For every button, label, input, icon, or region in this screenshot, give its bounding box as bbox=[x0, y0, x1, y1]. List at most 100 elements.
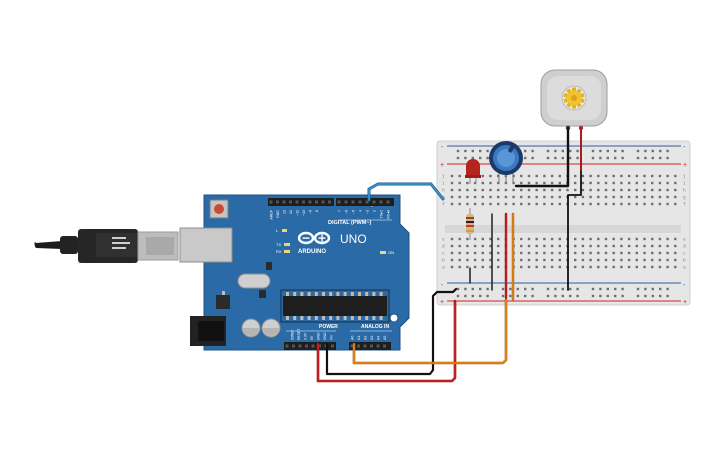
breadboard-hole[interactable] bbox=[644, 156, 647, 160]
breadboard-hole[interactable] bbox=[543, 188, 546, 192]
wires[interactable] bbox=[316, 128, 582, 383]
breadboard-hole[interactable] bbox=[554, 287, 557, 291]
breadboard-hole[interactable] bbox=[604, 244, 608, 248]
breadboard-hole[interactable] bbox=[516, 294, 519, 298]
breadboard-hole[interactable] bbox=[658, 251, 662, 255]
breadboard-hole[interactable] bbox=[597, 244, 600, 248]
header-pin[interactable] bbox=[358, 200, 362, 204]
breadboard-hole[interactable] bbox=[558, 174, 561, 178]
power-header[interactable] bbox=[284, 342, 336, 350]
breadboard-hole[interactable] bbox=[621, 149, 624, 153]
breadboard-hole[interactable] bbox=[520, 258, 523, 262]
breadboard-hole[interactable] bbox=[486, 156, 489, 160]
breadboard-hole[interactable] bbox=[627, 195, 631, 199]
breadboard-hole[interactable] bbox=[527, 244, 531, 248]
breadboard-hole[interactable] bbox=[473, 244, 477, 248]
header-pin[interactable] bbox=[383, 344, 386, 348]
breadboard-hole[interactable] bbox=[604, 258, 608, 262]
breadboard-hole[interactable] bbox=[635, 181, 638, 185]
breadboard-hole[interactable] bbox=[599, 149, 602, 153]
header-pin[interactable] bbox=[292, 344, 295, 348]
breadboard-hole[interactable] bbox=[566, 188, 569, 192]
breadboard-hole[interactable] bbox=[527, 258, 531, 262]
breadboard-hole[interactable] bbox=[581, 181, 585, 185]
breadboard-hole[interactable] bbox=[489, 237, 492, 241]
header-pin[interactable] bbox=[302, 200, 305, 204]
breadboard-hole[interactable] bbox=[658, 188, 662, 192]
breadboard-hole[interactable] bbox=[558, 181, 561, 185]
breadboard-hole[interactable] bbox=[512, 181, 515, 185]
breadboard-hole[interactable] bbox=[524, 287, 527, 291]
breadboard-hole[interactable] bbox=[643, 181, 646, 185]
breadboard-hole[interactable] bbox=[450, 244, 454, 248]
breadboard-hole[interactable] bbox=[512, 195, 515, 199]
breadboard-hole[interactable] bbox=[535, 188, 538, 192]
breadboard-hole[interactable] bbox=[574, 251, 577, 255]
header-pin[interactable] bbox=[357, 344, 360, 348]
breadboard-hole[interactable] bbox=[450, 258, 454, 262]
breadboard-hole[interactable] bbox=[458, 258, 461, 262]
breadboard-hole[interactable] bbox=[550, 181, 554, 185]
breadboard-hole[interactable] bbox=[561, 156, 564, 160]
breadboard-hole[interactable] bbox=[643, 237, 646, 241]
breadboard-hole[interactable] bbox=[635, 265, 638, 269]
breadboard-hole[interactable] bbox=[520, 237, 523, 241]
header-pin[interactable] bbox=[308, 200, 312, 204]
breadboard-hole[interactable] bbox=[520, 244, 523, 248]
breadboard-hole[interactable] bbox=[497, 251, 500, 255]
breadboard-hole[interactable] bbox=[550, 174, 554, 178]
breadboard-hole[interactable] bbox=[481, 244, 484, 248]
breadboard-hole[interactable] bbox=[464, 287, 467, 291]
breadboard-hole[interactable] bbox=[471, 294, 474, 298]
breadboard-hole[interactable] bbox=[606, 294, 609, 298]
breadboard-hole[interactable] bbox=[531, 156, 534, 160]
breadboard-hole[interactable] bbox=[458, 195, 461, 199]
breadboard-hole[interactable] bbox=[589, 202, 592, 206]
breadboard-hole[interactable] bbox=[581, 237, 585, 241]
breadboard-hole[interactable] bbox=[535, 181, 538, 185]
header-pin[interactable] bbox=[350, 344, 354, 348]
breadboard-hole[interactable] bbox=[651, 181, 654, 185]
dc-motor[interactable] bbox=[540, 69, 608, 134]
breadboard-hole[interactable] bbox=[489, 258, 492, 262]
header-pin[interactable] bbox=[372, 200, 376, 204]
breadboard-hole[interactable] bbox=[450, 181, 454, 185]
breadboard-hole[interactable] bbox=[574, 181, 577, 185]
breadboard-hole[interactable] bbox=[479, 287, 482, 291]
breadboard-hole[interactable] bbox=[666, 156, 669, 160]
breadboard-hole[interactable] bbox=[497, 258, 500, 262]
breadboard-hole[interactable] bbox=[581, 202, 585, 206]
breadboard-hole[interactable] bbox=[481, 258, 484, 262]
header-pin[interactable] bbox=[305, 344, 308, 348]
breadboard-hole[interactable] bbox=[651, 149, 654, 153]
breadboard-hole[interactable] bbox=[612, 188, 615, 192]
breadboard-hole[interactable] bbox=[651, 156, 654, 160]
breadboard-hole[interactable] bbox=[627, 188, 631, 192]
breadboard-hole[interactable] bbox=[612, 251, 615, 255]
breadboard-hole[interactable] bbox=[558, 195, 561, 199]
breadboard-hole[interactable] bbox=[589, 174, 592, 178]
breadboard-hole[interactable] bbox=[473, 237, 477, 241]
breadboard-hole[interactable] bbox=[520, 195, 523, 199]
breadboard-hole[interactable] bbox=[554, 294, 557, 298]
header-pin[interactable] bbox=[337, 200, 341, 204]
breadboard-hole[interactable] bbox=[450, 195, 454, 199]
breadboard-hole[interactable] bbox=[674, 258, 677, 262]
breadboard-hole[interactable] bbox=[674, 181, 677, 185]
breadboard-hole[interactable] bbox=[635, 258, 638, 262]
breadboard-hole[interactable] bbox=[466, 251, 469, 255]
breadboard-hole[interactable] bbox=[471, 149, 474, 153]
power-rail-bottom[interactable]: - + - + bbox=[440, 282, 687, 306]
breadboard-hole[interactable] bbox=[550, 202, 554, 206]
breadboard-hole[interactable] bbox=[558, 265, 561, 269]
breadboard-hole[interactable] bbox=[527, 195, 531, 199]
breadboard-hole[interactable] bbox=[489, 195, 492, 199]
breadboard-hole[interactable] bbox=[520, 174, 523, 178]
breadboard-hole[interactable] bbox=[473, 188, 477, 192]
breadboard-hole[interactable] bbox=[576, 287, 579, 291]
breadboard-hole[interactable] bbox=[458, 251, 461, 255]
breadboard-hole[interactable] bbox=[651, 174, 654, 178]
breadboard-hole[interactable] bbox=[574, 244, 577, 248]
breadboard-hole[interactable] bbox=[627, 181, 631, 185]
breadboard-hole[interactable] bbox=[643, 258, 646, 262]
